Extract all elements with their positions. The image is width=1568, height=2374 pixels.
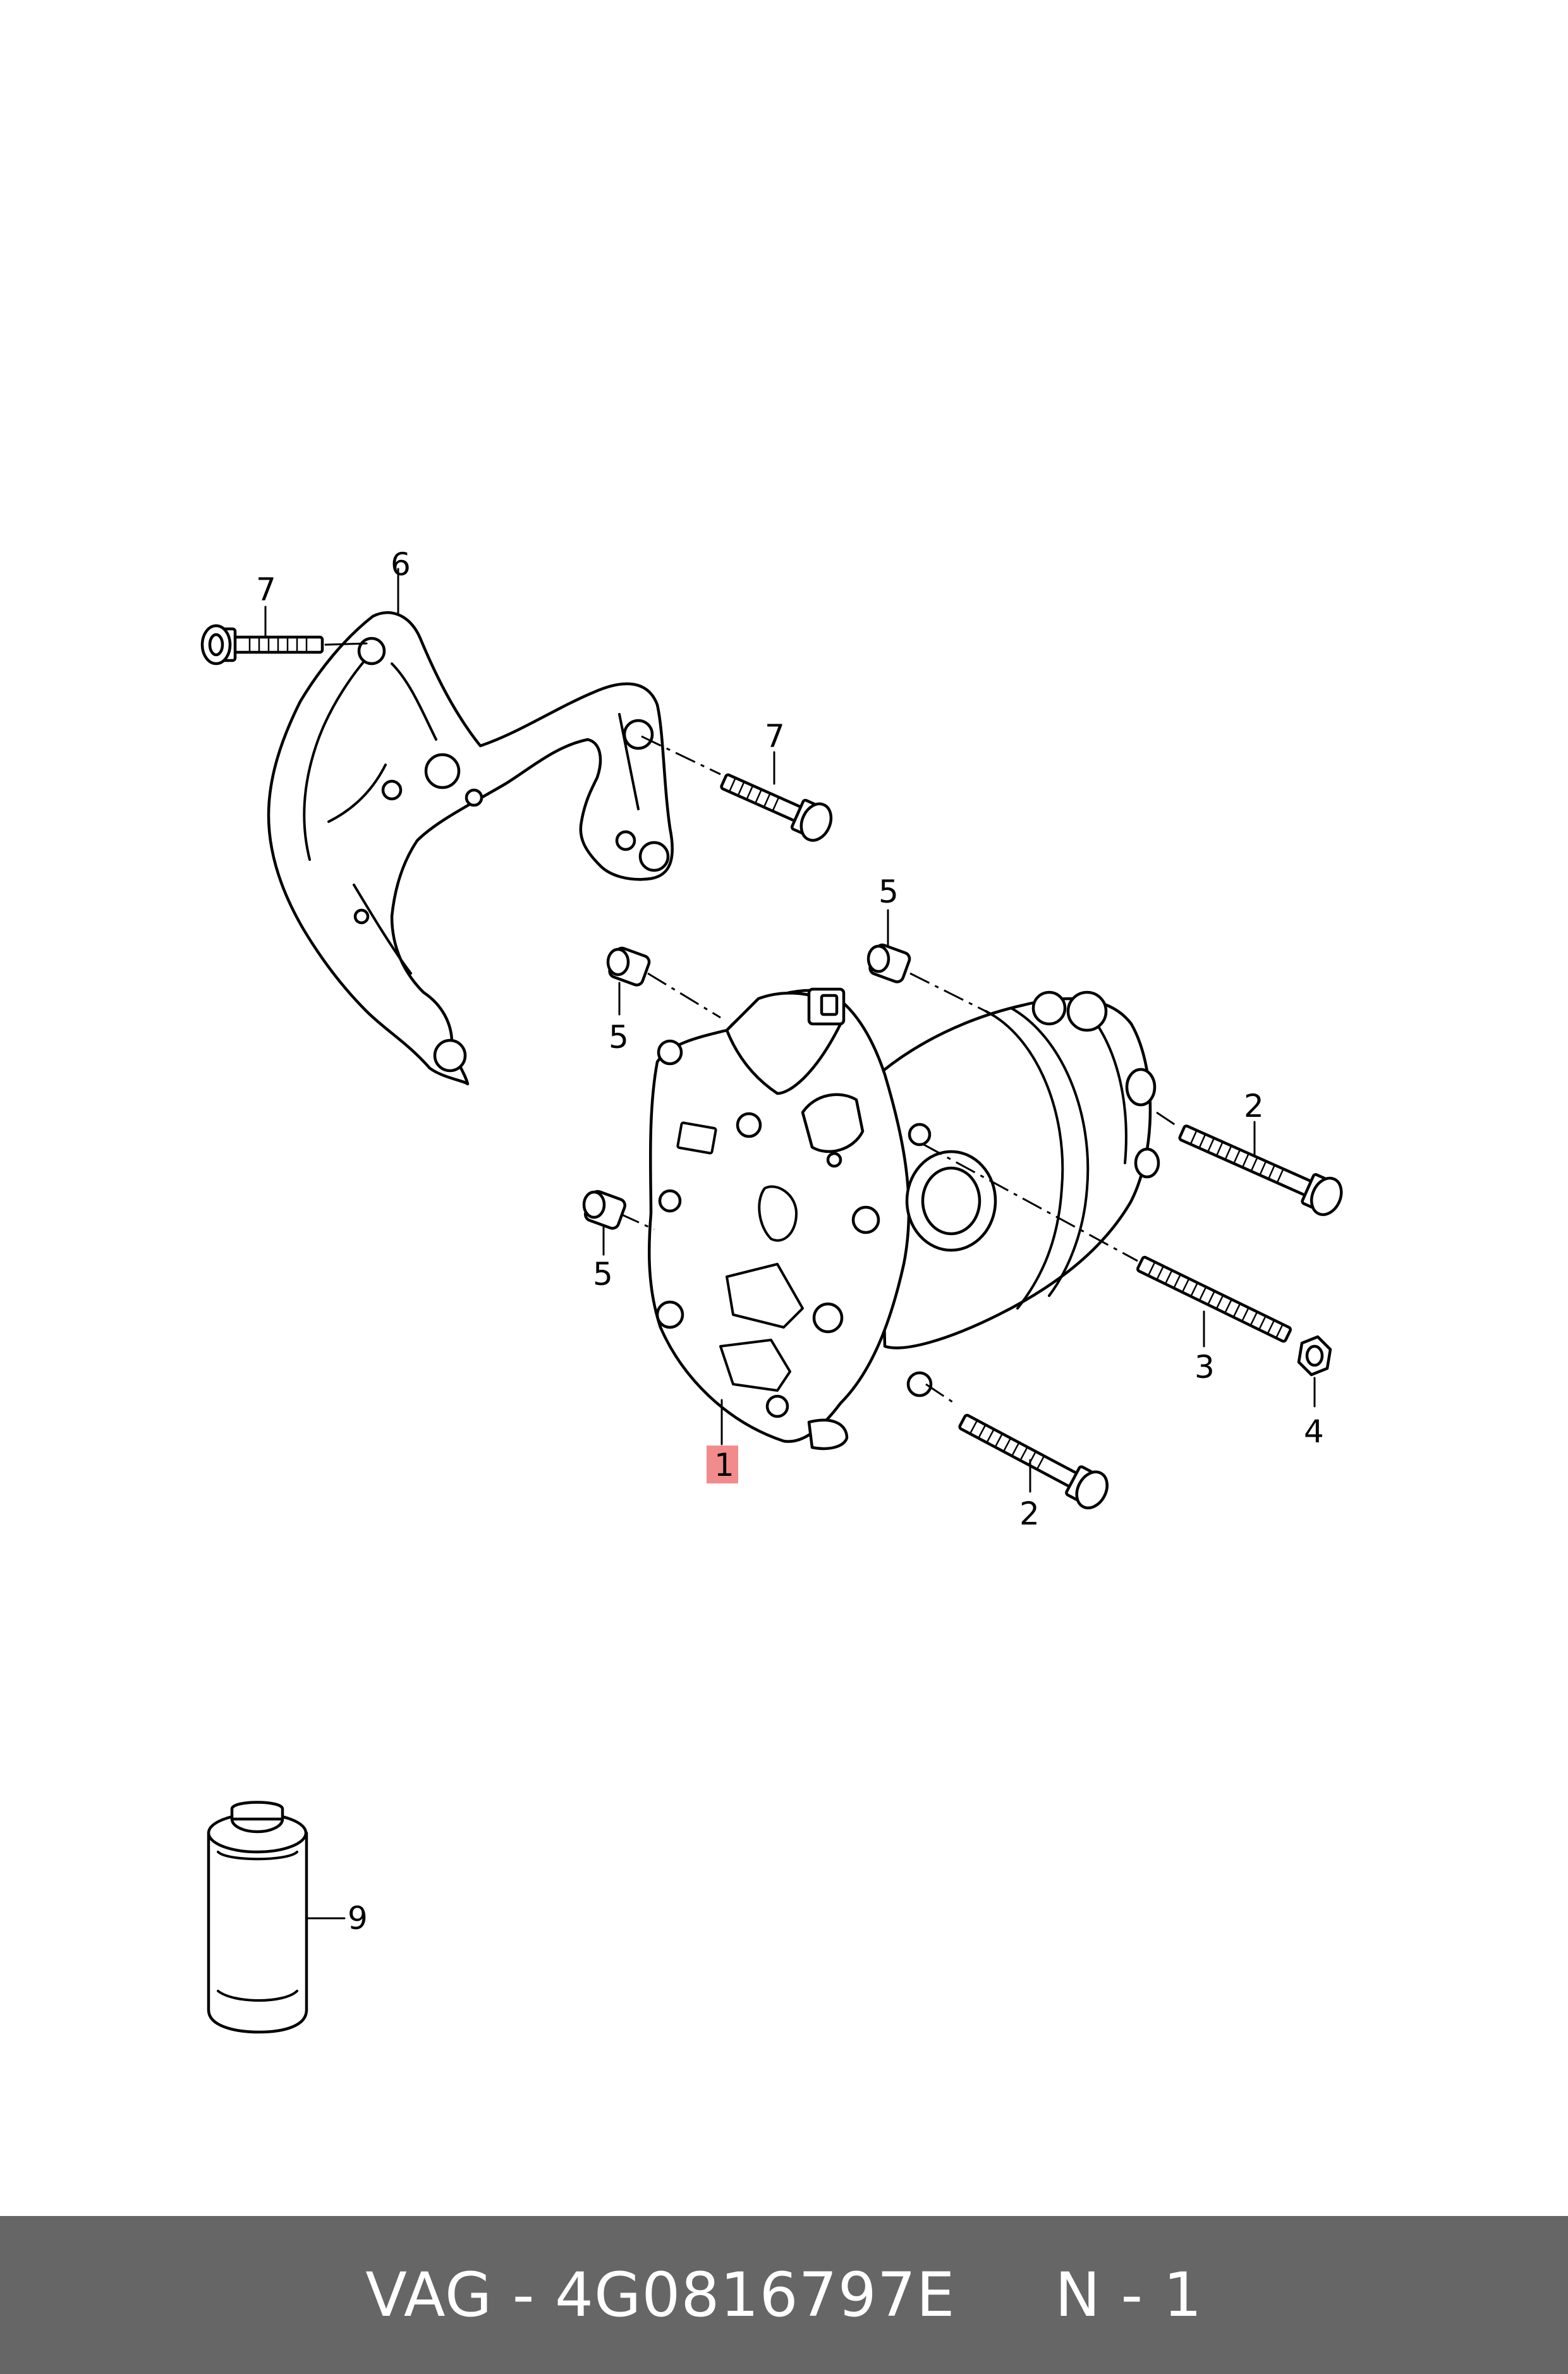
callout-7-left[interactable]: 7 bbox=[256, 571, 276, 608]
callout-7-right[interactable]: 7 bbox=[765, 718, 785, 755]
callout-4[interactable]: 4 bbox=[1304, 1413, 1324, 1450]
callout-2-upper[interactable]: 2 bbox=[1244, 1088, 1264, 1124]
callout-3[interactable]: 3 bbox=[1194, 1349, 1215, 1385]
footer-bar: VAG - 4G0816797E N - 1 bbox=[0, 2216, 1568, 2374]
sleeve-5-right bbox=[866, 909, 987, 1013]
sleeve-5-lower bbox=[582, 1190, 655, 1256]
callout-5-top[interactable]: 5 bbox=[609, 1019, 629, 1056]
callout-1[interactable]: 1 bbox=[714, 1447, 734, 1483]
mounting-bracket bbox=[267, 611, 674, 1086]
callout-5-lower[interactable]: 5 bbox=[593, 1256, 613, 1293]
part-number-caption: VAG - 4G0816797E N - 1 bbox=[365, 2260, 1203, 2330]
ac-compressor bbox=[647, 987, 1160, 1451]
bolt-7-left bbox=[200, 624, 368, 666]
nut-4 bbox=[1297, 1335, 1332, 1408]
oil-bottle bbox=[207, 1801, 346, 2034]
bolt-2-lower bbox=[925, 1383, 1109, 1509]
sleeve-5-top bbox=[606, 946, 721, 1019]
bolt-7-right bbox=[641, 735, 833, 842]
parts-diagram: 1 2 2 3 4 5 5 5 6 7 7 9 bbox=[200, 546, 1343, 2034]
callout-6[interactable]: 6 bbox=[391, 546, 411, 583]
callout-1-highlight bbox=[707, 1446, 738, 1483]
bolt-3 bbox=[922, 1143, 1292, 1348]
callout-5-right[interactable]: 5 bbox=[878, 874, 899, 910]
callout-2-lower[interactable]: 2 bbox=[1019, 1495, 1040, 1532]
callout-9[interactable]: 9 bbox=[348, 1900, 368, 1937]
bolt-2-upper bbox=[1156, 1111, 1343, 1216]
